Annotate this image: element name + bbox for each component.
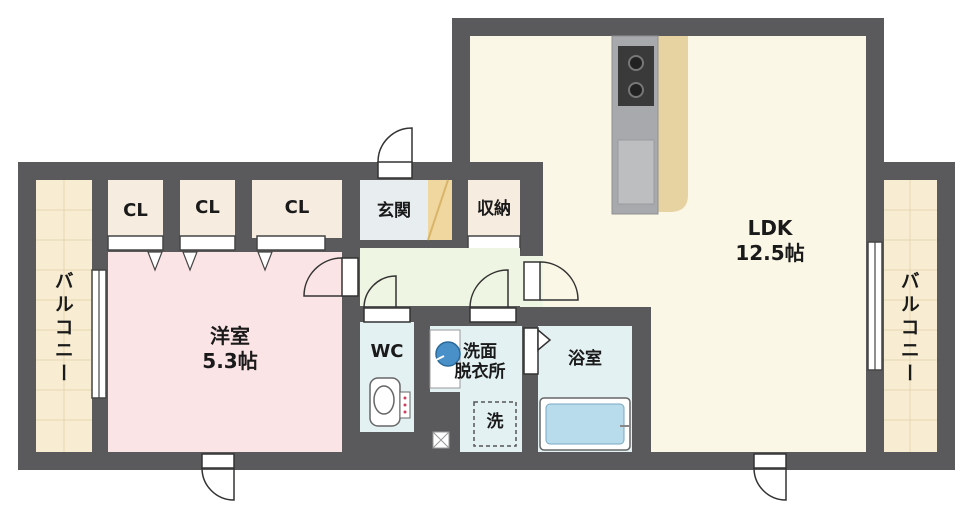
closet-2: [180, 180, 235, 238]
toilet-icon: [369, 377, 411, 427]
western-room-name: 洋室: [210, 324, 250, 348]
closet-label-1: CL: [123, 200, 148, 221]
bathtub-icon: [539, 397, 631, 451]
western-room-size: 5.3帖: [202, 349, 258, 373]
balcony-right: [884, 180, 937, 452]
washroom-label: 洗面 脱衣所: [454, 342, 506, 383]
kitchen-counter: [611, 35, 688, 215]
balcony-left: [36, 180, 92, 452]
closet-label-2: CL: [195, 197, 220, 218]
ldk-label: LDK 12.5帖: [710, 216, 830, 266]
western-room-floor: [108, 252, 342, 452]
balcony-left-label: バルコニー: [51, 270, 74, 386]
drain-icon: [432, 431, 450, 449]
washer-space: [473, 401, 517, 447]
closet-label-3: CL: [284, 197, 310, 218]
doors: [201, 127, 787, 501]
ldk-name: LDK: [747, 216, 793, 240]
balcony-right-label: バルコニー: [897, 270, 920, 386]
closet-3: [252, 180, 342, 238]
sink-icon: [429, 329, 461, 389]
entrance-label: 玄関: [377, 201, 411, 221]
closet-1: [108, 180, 163, 238]
ldk-size: 12.5帖: [735, 241, 805, 265]
storage-label: 収納: [477, 199, 511, 219]
storage-floor: [468, 180, 520, 236]
washer-space-label: 洗: [486, 412, 504, 432]
wc-label: WC: [370, 341, 404, 362]
hallway-floor: [360, 248, 520, 306]
bathroom-label: 浴室: [568, 349, 602, 369]
western-room-label: 洋室 5.3帖: [180, 324, 280, 374]
window-right: [867, 241, 883, 371]
window-left: [91, 269, 107, 399]
